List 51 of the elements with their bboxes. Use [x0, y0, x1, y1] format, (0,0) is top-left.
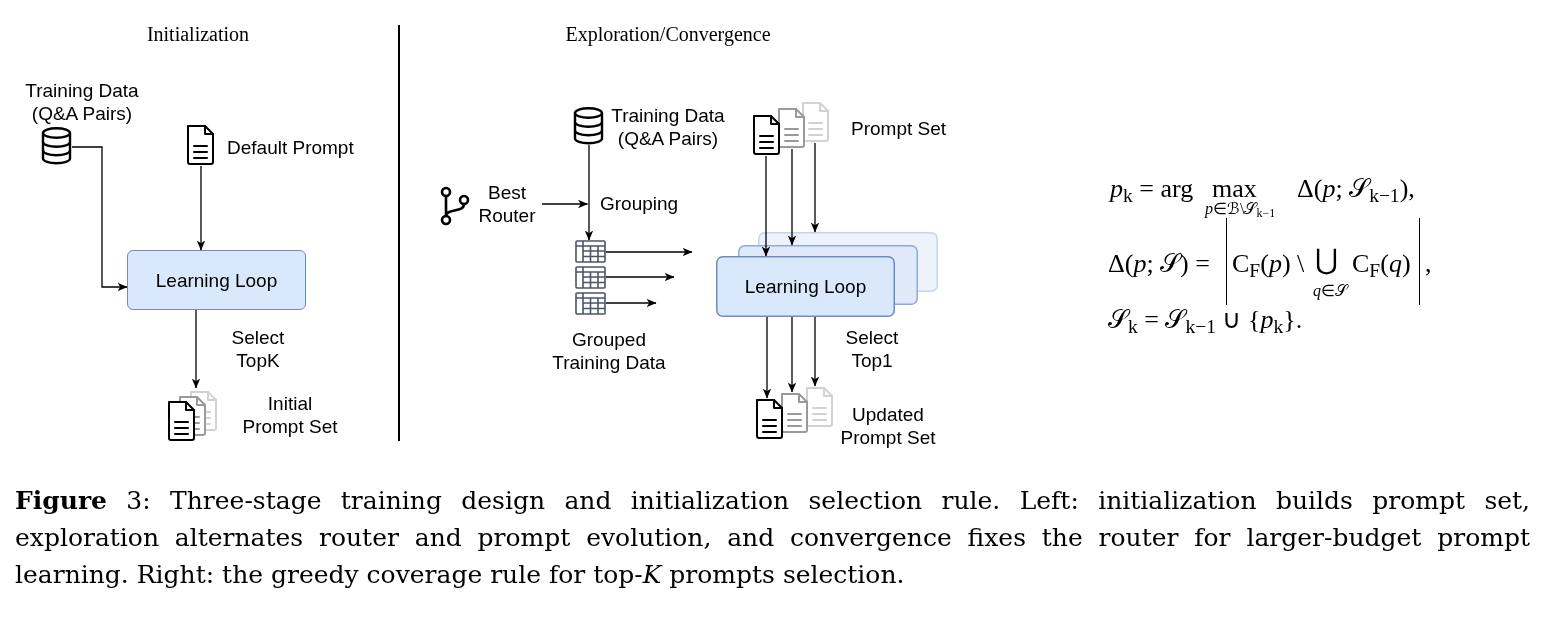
- formula-text: Δ(p; 𝒮) =: [1108, 249, 1210, 279]
- node-label: Grouped Training Data: [551, 328, 667, 374]
- arrow: [196, 165, 206, 251]
- arrow: [787, 148, 797, 246]
- table-icon: [575, 292, 606, 315]
- arrow: [605, 298, 657, 308]
- process-box: [127, 250, 306, 310]
- edge-label: Grouping: [600, 192, 680, 215]
- database-icon: [41, 127, 72, 165]
- table-icon: [575, 266, 606, 289]
- formula-symbol: ⋃: [1315, 244, 1338, 276]
- database-icon: [573, 107, 604, 145]
- edge-label: Select TopK: [230, 326, 286, 372]
- document-icon: [751, 114, 782, 156]
- arrow: [762, 316, 772, 399]
- arrow: [605, 247, 693, 257]
- formula-text: ,: [1425, 249, 1432, 279]
- arrow: [787, 316, 797, 393]
- arrow: [71, 146, 128, 292]
- node-label: Updated Prompt Set: [839, 403, 937, 449]
- node-label: Initial Prompt Set: [242, 392, 338, 438]
- document-icon: [779, 392, 810, 434]
- formula-text: C$_{F}$(q): [1352, 249, 1411, 279]
- node-label: Default Prompt: [227, 136, 355, 159]
- document-icon: [776, 107, 807, 149]
- formula-text: q∈𝒮: [1313, 281, 1347, 300]
- document-icon: [800, 101, 831, 143]
- arrow: [761, 155, 771, 257]
- formula-text: 𝒮$_{k}$ = 𝒮$_{k−1}$ ∪ {p$_{k}$}.: [1108, 305, 1303, 335]
- arrow: [810, 316, 820, 387]
- document-icon: [804, 386, 835, 428]
- arrow: [810, 142, 820, 233]
- icon-caption: Training Data (Q&A Pairs): [610, 104, 726, 150]
- arrow: [605, 272, 675, 282]
- arrow: [191, 309, 201, 389]
- node-label: Learning Loop: [744, 275, 867, 298]
- document-icon: [754, 398, 785, 440]
- formula-text: Δ(p; 𝒮$_{k−1}$),: [1297, 174, 1415, 204]
- arrow: [541, 199, 589, 209]
- node-label: Learning Loop: [155, 268, 278, 292]
- arrow: [584, 144, 594, 241]
- section-heading: Initialization: [145, 22, 251, 47]
- node-label: Prompt Set: [851, 117, 947, 140]
- node-label: Best Router: [477, 181, 537, 227]
- formula-text: C$_{F}$(p) \: [1232, 249, 1305, 279]
- section-heading: Exploration/Convergence: [564, 22, 772, 47]
- formula-text: p$_{k}$ = arg: [1110, 174, 1194, 204]
- table-icon: [575, 240, 606, 263]
- edge-label: Select Top1: [844, 326, 900, 372]
- icon-caption: Training Data (Q&A Pairs): [24, 79, 140, 125]
- figure-caption: Figure 3: Three-stage training design and initialization selection rule. Left: initialization builds prompt set, exploration alternates router and prompt evolution, and convergence fixes the router for larger-budget prompt learning. Right: the greedy coverage rule for top-K prompts selection.: [15, 485, 1530, 591]
